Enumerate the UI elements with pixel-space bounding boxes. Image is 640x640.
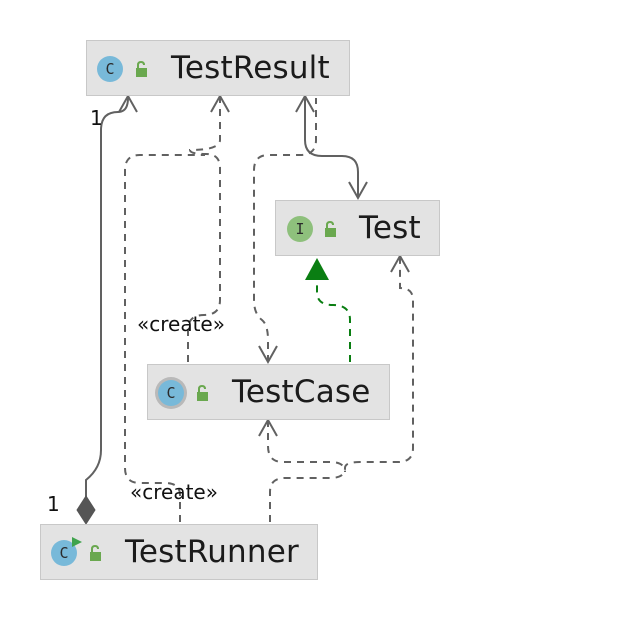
- arrowhead-test-2: [390, 253, 410, 273]
- arrowhead-result-3: [295, 93, 315, 113]
- arrowhead-testcase-2: [258, 417, 278, 437]
- composition-diamond: [76, 495, 96, 525]
- runnable-class-icon: C: [51, 540, 77, 566]
- stereotype-create-label: «create»: [130, 480, 218, 504]
- class-name: TestRunner: [125, 534, 299, 570]
- lock-open-icon: [325, 221, 336, 237]
- class-testcase[interactable]: C TestCase: [147, 364, 390, 420]
- edge-runner-result-composition[interactable]: [85, 97, 129, 502]
- arrowhead-result-1: [118, 93, 138, 113]
- interface-icon: I: [287, 216, 313, 242]
- lock-open-icon: [90, 545, 101, 561]
- multiplicity-result-end: 1: [90, 106, 103, 130]
- class-icon: C: [97, 56, 123, 82]
- edge-runner-result-create[interactable]: [124, 154, 205, 522]
- edge-testcase-result-dependency[interactable]: [253, 98, 317, 362]
- multiplicity-runner-end: 1: [47, 492, 60, 516]
- class-name: TestCase: [232, 374, 371, 410]
- arrowhead-test-1: [348, 181, 368, 201]
- arrowhead-testcase-1: [258, 345, 278, 365]
- edge-testcase-test-realization[interactable]: [316, 280, 351, 362]
- interface-test[interactable]: I Test: [275, 200, 440, 256]
- abstract-class-icon: C: [158, 380, 184, 406]
- class-testresult[interactable]: C TestResult: [86, 40, 350, 96]
- interface-name: Test: [359, 210, 421, 246]
- run-marker-icon: [72, 537, 82, 547]
- edge-testcase-result-create[interactable]: [187, 98, 221, 362]
- edge-test-result-association[interactable]: [304, 98, 359, 198]
- class-testrunner[interactable]: C TestRunner: [40, 524, 318, 580]
- stereotype-create-label: «create»: [137, 312, 225, 336]
- lock-open-icon: [136, 61, 147, 77]
- realization-arrowhead: [305, 258, 329, 280]
- arrowhead-result-2: [210, 93, 230, 113]
- lock-open-icon: [197, 385, 208, 401]
- class-name: TestResult: [171, 50, 330, 86]
- edge-runner-testcase-dependency[interactable]: [267, 420, 346, 473]
